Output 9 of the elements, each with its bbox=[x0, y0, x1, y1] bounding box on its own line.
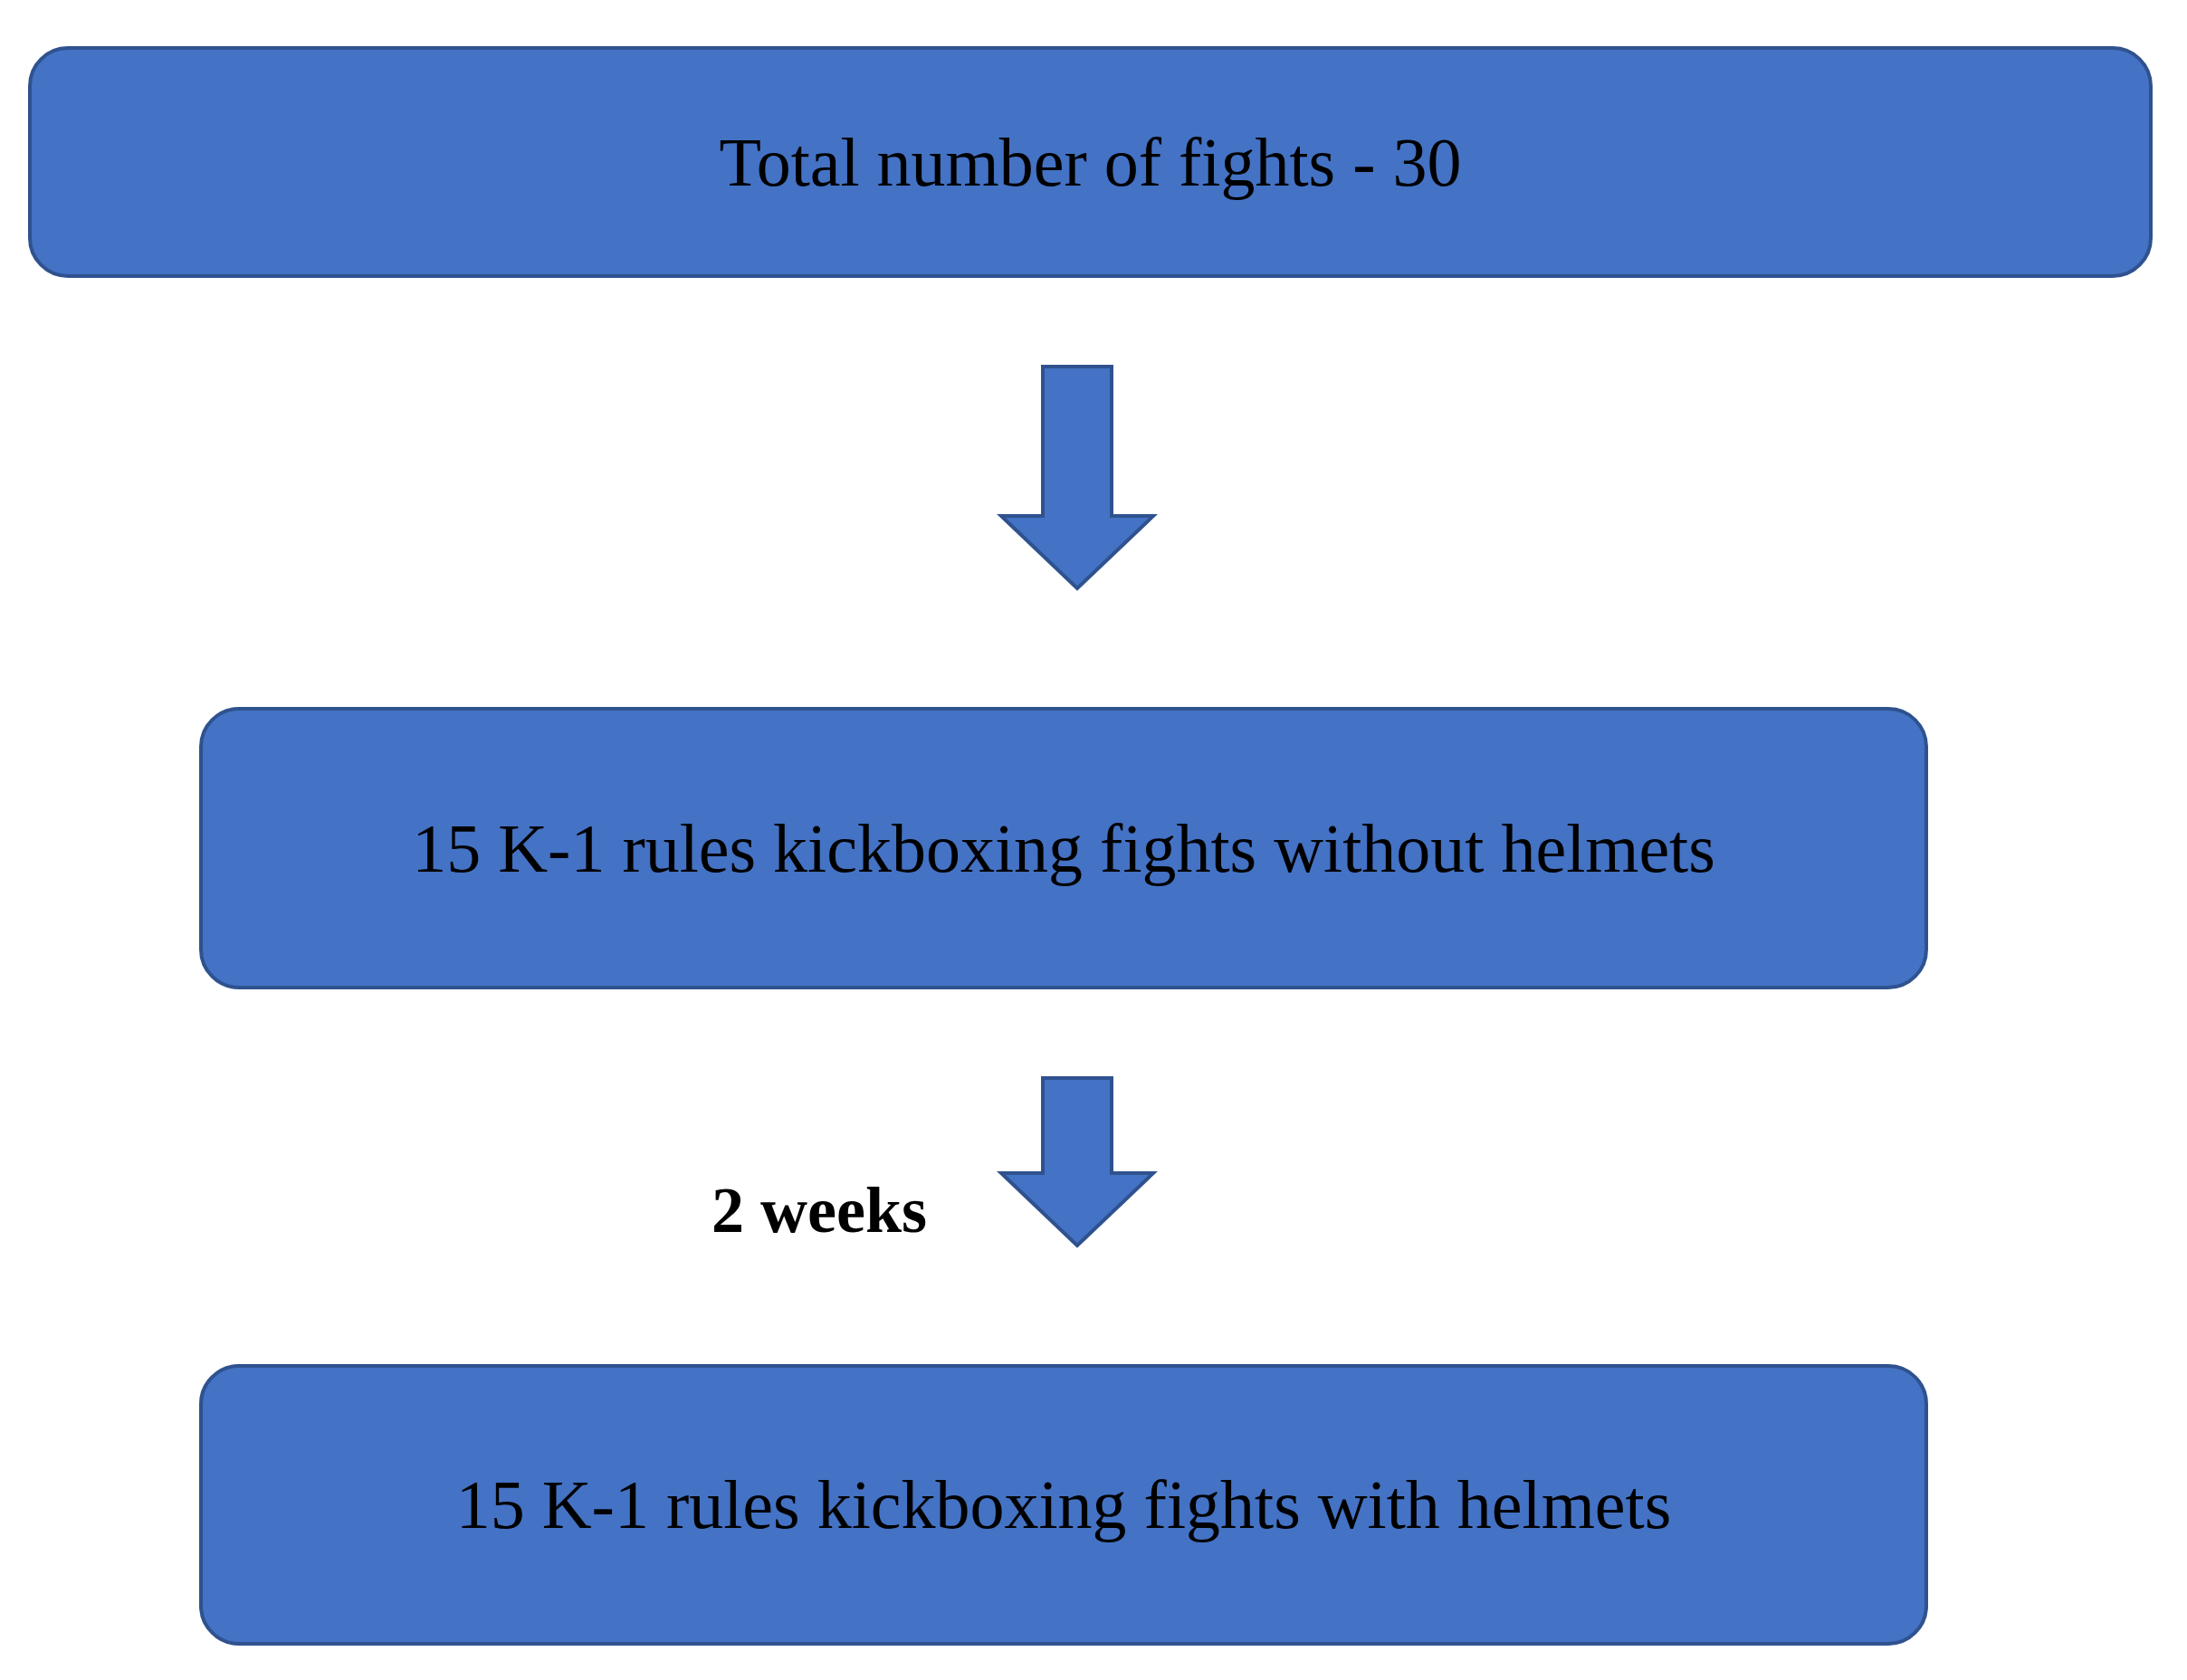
edge-label: 2 weeks bbox=[711, 1173, 927, 1248]
box-text: Total number of fights - 30 bbox=[719, 122, 1462, 202]
box-text: 15 K-1 rules kickboxing fights without helmets bbox=[412, 808, 1715, 888]
box-text: 15 K-1 rules kickboxing fights with helmets bbox=[455, 1465, 1672, 1544]
block-arrow bbox=[997, 1076, 1158, 1248]
block-arrow bbox=[997, 365, 1158, 591]
process-box bbox=[28, 46, 2153, 278]
process-box bbox=[199, 1364, 1928, 1646]
process-box bbox=[199, 707, 1928, 989]
